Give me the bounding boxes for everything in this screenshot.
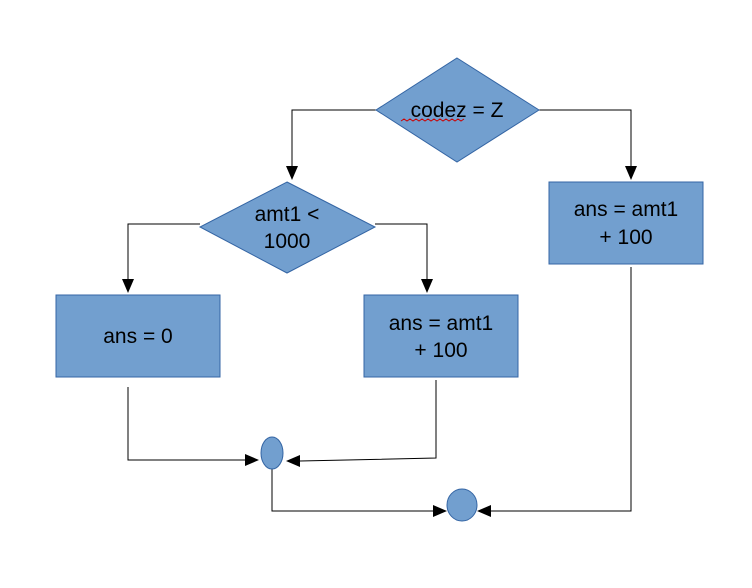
edge-left-box-to-join xyxy=(127,387,245,461)
decision-top-label: codez = Z xyxy=(411,99,504,122)
process-middle-line1: ans = amt1 xyxy=(389,312,493,335)
edge-left-decision-to-left-box xyxy=(127,223,200,279)
join-connector-final[interactable] xyxy=(446,488,478,522)
edge-top-decision-to-left-decision xyxy=(291,109,376,166)
process-right-line1: ans = amt1 xyxy=(574,198,678,221)
process-box-middle xyxy=(363,294,519,378)
process-right-line2: + 100 xyxy=(599,226,652,249)
decision-left-line2: 1000 xyxy=(264,230,311,253)
process-box-right xyxy=(548,181,704,265)
arrowhead-right-box xyxy=(625,166,637,180)
join-connector-small[interactable] xyxy=(260,436,284,470)
arrowhead-left-box xyxy=(122,279,134,293)
spellcheck-underline xyxy=(400,118,465,122)
edge-left-decision-to-middle-box xyxy=(375,223,428,279)
decision-left-line1: amt1 < xyxy=(255,203,320,226)
arrowhead-join-left xyxy=(245,454,259,466)
decision-diamond-top xyxy=(375,57,540,163)
decision-diamond-left xyxy=(198,181,377,274)
arrowhead-left-decision xyxy=(286,166,298,180)
process-box-left xyxy=(55,294,221,378)
arrowhead-join-right xyxy=(286,455,300,467)
process-middle-line2: + 100 xyxy=(414,339,467,362)
edge-top-decision-to-right-box xyxy=(539,109,632,166)
process-middle[interactable]: ans = amt1 + 100 xyxy=(363,294,519,378)
edge-middle-box-to-join xyxy=(299,380,437,462)
decision-amt1[interactable]: amt1 < 1000 xyxy=(198,181,377,274)
process-left[interactable]: ans = 0 xyxy=(55,294,221,378)
decision-codez[interactable]: codez = Z xyxy=(375,57,540,163)
process-right[interactable]: ans = amt1 + 100 xyxy=(548,181,704,265)
arrowhead-middle-box xyxy=(421,279,433,293)
edge-right-box-to-final xyxy=(491,267,632,512)
process-left-label: ans = 0 xyxy=(103,325,172,348)
connectors xyxy=(122,109,637,517)
edge-join-to-final xyxy=(271,469,433,512)
arrowhead-final-left xyxy=(433,505,447,517)
arrowhead-final-right xyxy=(477,505,491,517)
